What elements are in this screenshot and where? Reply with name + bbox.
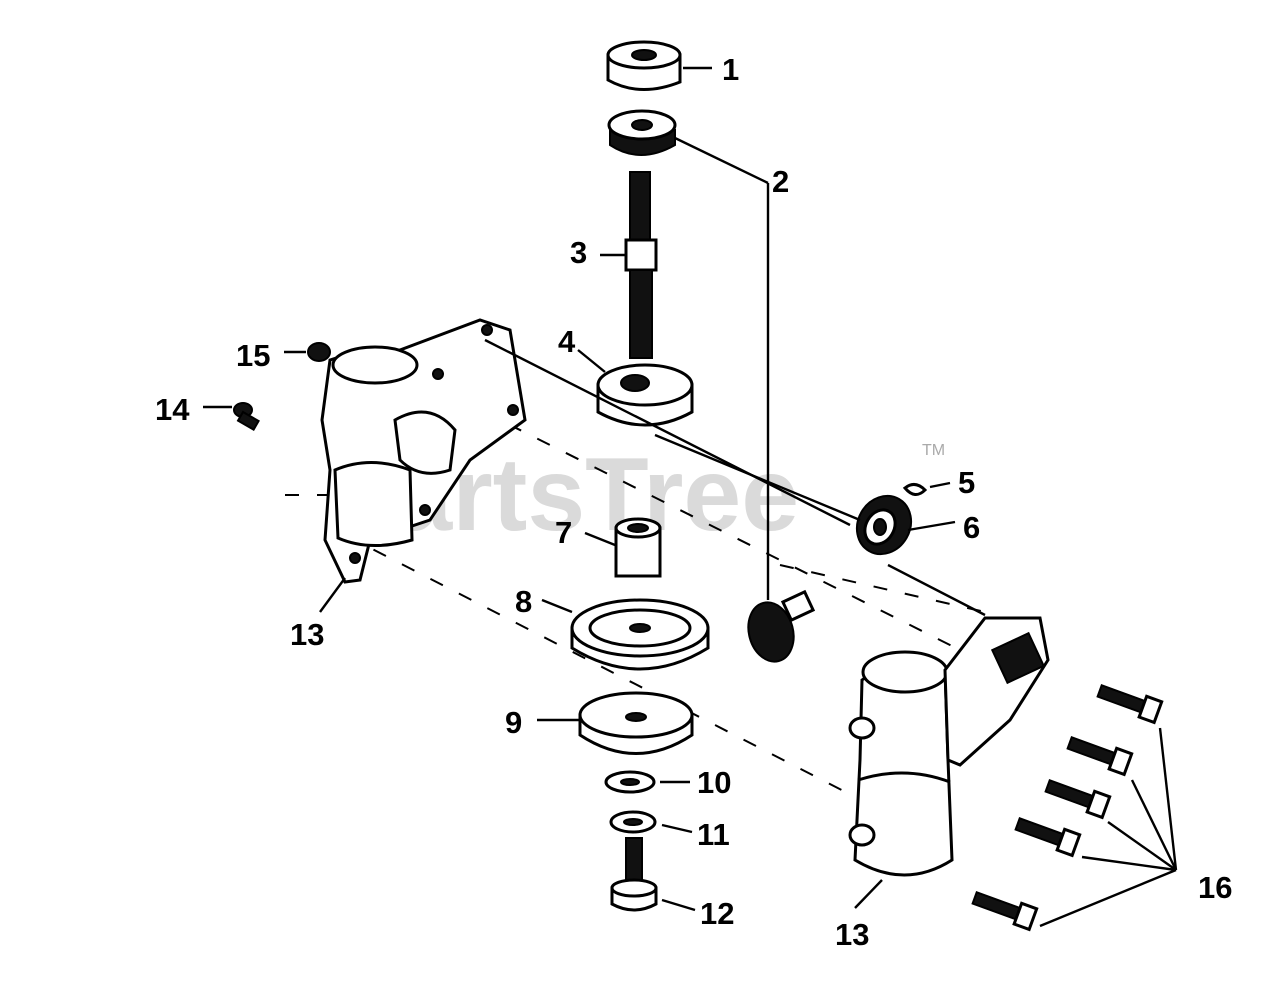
callout-7[interactable]: 7 bbox=[555, 515, 572, 550]
callout-13-right[interactable]: 13 bbox=[835, 917, 869, 952]
part-7-bushing[interactable] bbox=[614, 517, 662, 578]
part-10-washer[interactable] bbox=[604, 770, 656, 794]
part-1-nut[interactable] bbox=[606, 40, 682, 92]
part-11-lock-nut[interactable] bbox=[609, 810, 657, 834]
callout-1[interactable]: 1 bbox=[722, 52, 739, 87]
part-13-housing-left[interactable] bbox=[320, 318, 527, 584]
callout-16[interactable]: 16 bbox=[1198, 870, 1232, 905]
callout-2[interactable]: 2 bbox=[772, 164, 789, 199]
callout-9[interactable]: 9 bbox=[505, 705, 522, 740]
part-5-clip[interactable] bbox=[902, 483, 928, 496]
part-14-screw[interactable] bbox=[233, 402, 260, 432]
callout-3[interactable]: 3 bbox=[570, 235, 587, 270]
assembly-axis-lines bbox=[285, 409, 986, 821]
part-2-pinion-gear[interactable] bbox=[742, 589, 816, 667]
callout-labels: 1 2 3 4 5 6 7 8 9 10 11 12 13 13 14 15 1… bbox=[155, 52, 1232, 952]
part-13-housing-right[interactable] bbox=[848, 616, 1050, 877]
callout-6[interactable]: 6 bbox=[963, 510, 980, 545]
part-2-gear[interactable] bbox=[607, 109, 677, 156]
callout-15[interactable]: 15 bbox=[236, 338, 270, 373]
part-12-bolt[interactable] bbox=[610, 837, 658, 912]
part-6-bearing[interactable] bbox=[846, 486, 921, 564]
leader-lines bbox=[203, 66, 1178, 928]
callout-12[interactable]: 12 bbox=[700, 896, 734, 931]
part-4-bearing[interactable] bbox=[596, 363, 694, 427]
callout-4[interactable]: 4 bbox=[558, 324, 576, 359]
callout-5[interactable]: 5 bbox=[958, 465, 975, 500]
callout-8[interactable]: 8 bbox=[515, 584, 532, 619]
part-15-plug[interactable] bbox=[307, 342, 331, 362]
part-9-plate[interactable] bbox=[578, 691, 694, 755]
callout-10[interactable]: 10 bbox=[697, 765, 731, 800]
part-16-bolts[interactable] bbox=[971, 681, 1164, 932]
part-3-shaft[interactable] bbox=[624, 171, 658, 359]
callout-13-left[interactable]: 13 bbox=[290, 617, 324, 652]
callout-14[interactable]: 14 bbox=[155, 392, 190, 427]
watermark-trademark: TM bbox=[922, 442, 945, 459]
callout-11[interactable]: 11 bbox=[697, 817, 730, 852]
part-8-cup[interactable] bbox=[570, 598, 710, 671]
